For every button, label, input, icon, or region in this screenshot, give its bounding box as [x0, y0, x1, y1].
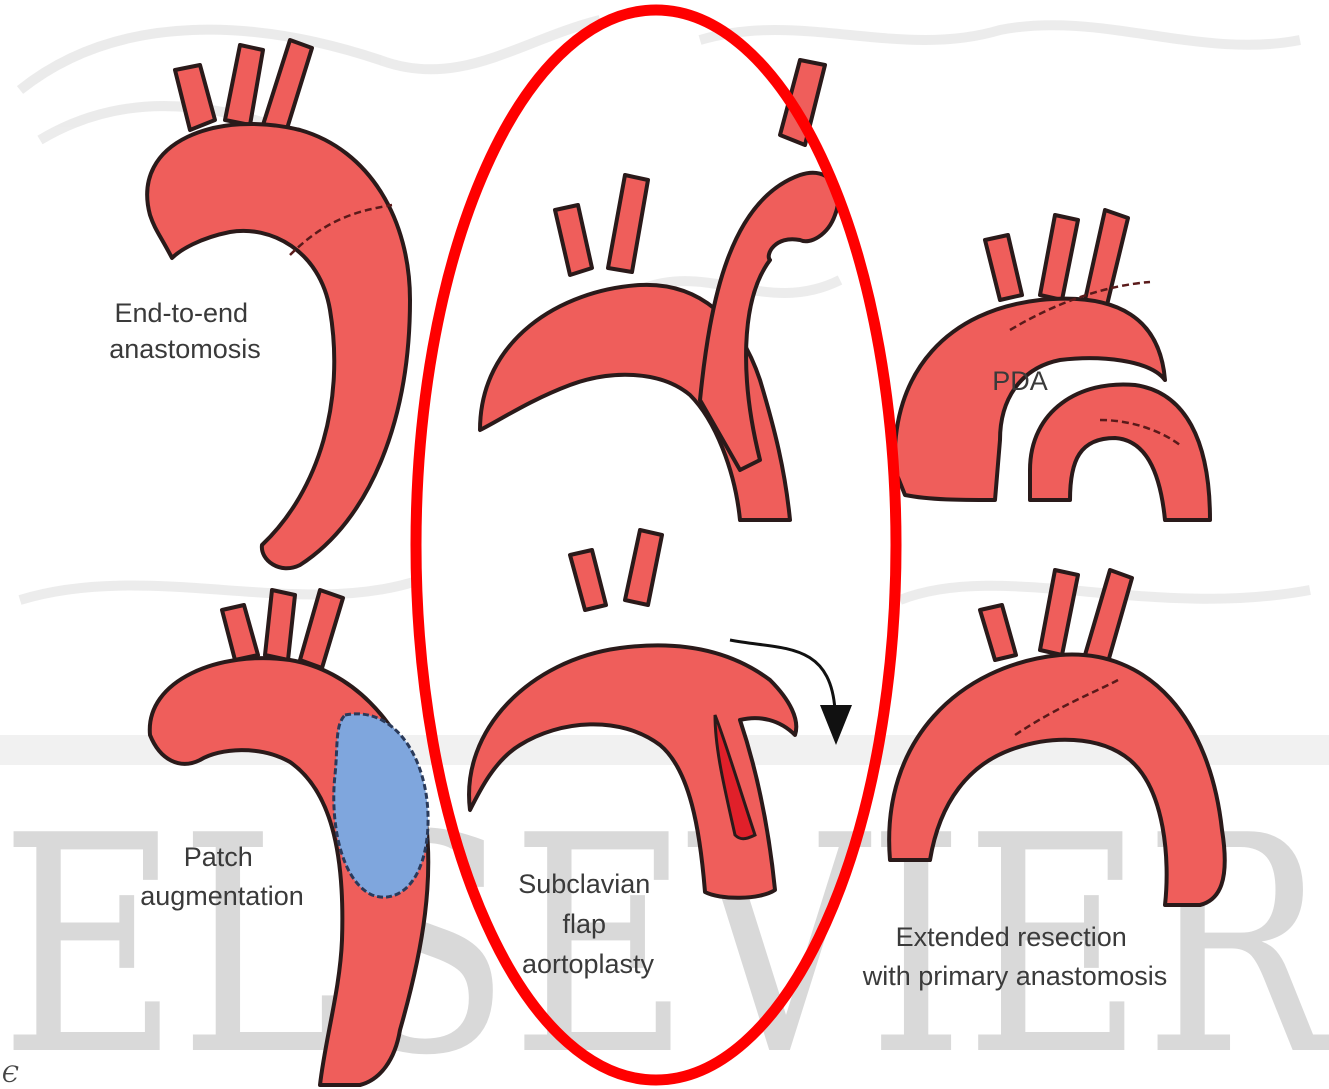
label-patch-line-1: Patch [184, 842, 253, 872]
label-extended-line-2: with primary anastomosis [862, 961, 1168, 991]
label-end-to-end: End-to-end anastomosis [109, 298, 261, 364]
pda-annotation: PDA [992, 366, 1048, 396]
label-subclavian-line-1: Subclavian [518, 869, 650, 899]
label-subclavian-line-3: aortoplasty [522, 949, 655, 979]
label-extended-line-1: Extended resection [896, 922, 1127, 952]
label-subclavian-line-2: flap [562, 909, 606, 939]
label-end-to-end-line-2: anastomosis [109, 334, 261, 364]
corner-mark: Є [2, 1063, 19, 1088]
label-patch-line-2: augmentation [140, 881, 304, 911]
label-end-to-end-line-1: End-to-end [114, 298, 248, 328]
aorta-extended-top [895, 210, 1210, 520]
